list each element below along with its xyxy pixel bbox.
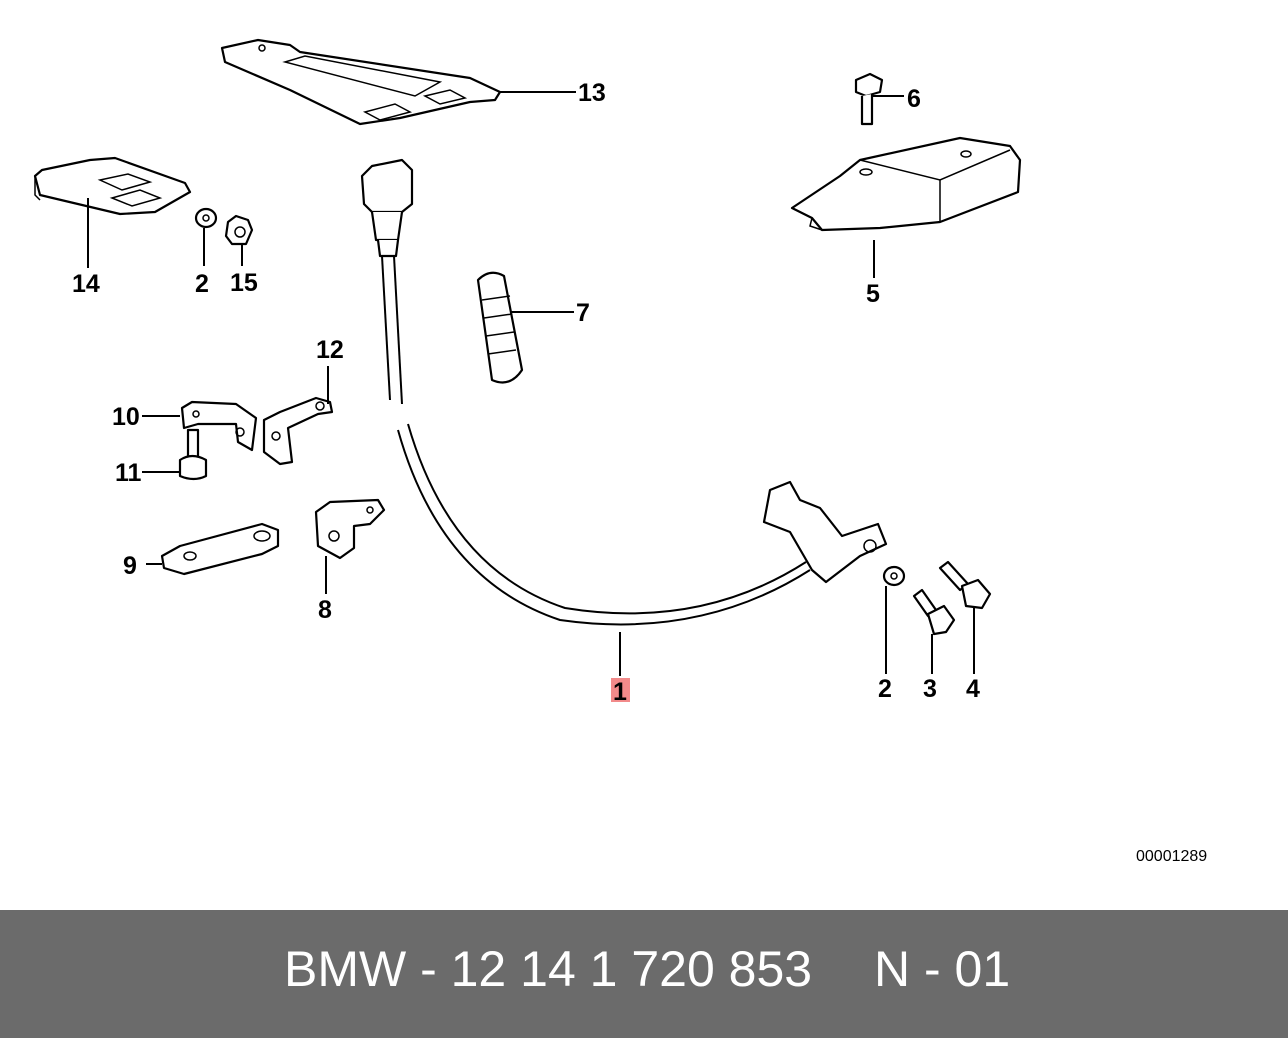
part-2-washer-lower: [882, 565, 906, 587]
part-7-sleeve: [476, 271, 524, 384]
callout-11: 11: [115, 459, 142, 487]
callout-2-upper: 2: [195, 270, 209, 298]
part-14-small-bracket: [33, 156, 192, 216]
callout-9: 9: [123, 552, 137, 580]
callout-1: 1: [613, 678, 627, 706]
callout-4: 4: [966, 675, 980, 703]
part-number-text: BMW - 12 14 1 720 853: [284, 941, 813, 997]
callout-3: 3: [923, 675, 937, 703]
diagram-reference-number: 00001289: [1136, 848, 1207, 865]
part-10-bracket: [180, 400, 258, 452]
leader-lines: [87, 91, 975, 676]
callout-12: 12: [316, 336, 344, 364]
callout-6: 6: [907, 85, 921, 113]
callout-1-highlight: [611, 678, 630, 702]
part-5-cover: [790, 136, 1022, 232]
callout-13: 13: [578, 79, 606, 107]
part-15-nut: [224, 214, 254, 246]
part-3-bolt: [912, 588, 956, 636]
parts-diagram: 1 2 2 3 4 5 6 7 8 9 10 11 12 13 14 15 00…: [33, 38, 1207, 865]
part-13-bracket-plate: [220, 38, 502, 126]
callout-8: 8: [318, 596, 332, 624]
part-8-angle-bracket: [314, 498, 386, 560]
part-9-strap: [160, 522, 280, 576]
part-11-bolt: [178, 428, 208, 481]
part-6-bolt: [854, 72, 884, 126]
part-1-sensor-cable: [360, 158, 888, 626]
part-2-washer-upper: [194, 207, 218, 229]
callout-5: 5: [866, 280, 880, 308]
position-code-text: N - 01: [874, 941, 1011, 997]
footer-bar: BMW - 12 14 1 720 853 N - 01: [0, 910, 1288, 1038]
callout-14: 14: [72, 270, 100, 298]
part-12-bracket: [262, 396, 334, 466]
callout-2-lower: 2: [878, 675, 892, 703]
part-4-bolt: [938, 560, 992, 610]
callout-10: 10: [112, 403, 140, 431]
callout-15: 15: [230, 269, 258, 297]
callout-7: 7: [576, 299, 590, 327]
